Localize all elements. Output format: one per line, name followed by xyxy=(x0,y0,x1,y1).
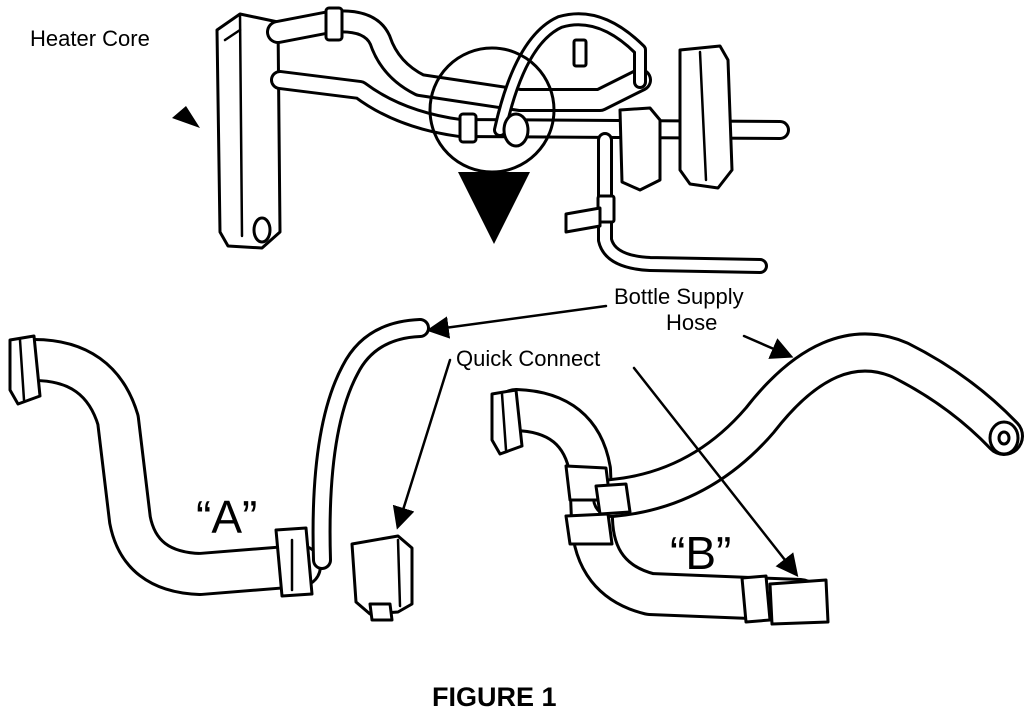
leader-quick-connect-a xyxy=(392,358,452,530)
label-quick-connect: Quick Connect xyxy=(456,346,601,371)
hose-clamp xyxy=(740,574,772,624)
hose-end-fitting xyxy=(490,388,524,456)
hose-clamp xyxy=(458,112,478,144)
hose-clamp xyxy=(594,482,632,516)
label-marker-a: “A” xyxy=(196,491,258,543)
hose-clamp xyxy=(564,512,614,546)
hose-clamp xyxy=(324,6,344,42)
leader-lines xyxy=(392,304,799,577)
overview-assembly xyxy=(172,6,790,274)
control-valve xyxy=(618,44,734,192)
hose-end-fitting xyxy=(8,334,42,406)
leader-quick-connect-b xyxy=(632,366,799,577)
label-heater-core: Heater Core xyxy=(30,26,150,51)
label-bottle-supply-line1: Bottle Supply xyxy=(614,284,744,309)
leader-bottle-supply-b xyxy=(742,334,794,359)
figure-caption: FIGURE 1 xyxy=(432,682,557,712)
tee-fitting xyxy=(564,206,602,234)
hose-clamp xyxy=(274,526,314,598)
heater-core xyxy=(215,12,282,250)
detail-a-assembly xyxy=(8,318,430,622)
label-marker-b: “B” xyxy=(670,527,732,579)
heater-core-pointer-arrow xyxy=(172,106,200,128)
quick-connect-fitting xyxy=(502,112,530,148)
label-bottle-supply-line2: Hose xyxy=(666,310,718,335)
quick-connect-b xyxy=(768,578,830,626)
quick-connect-a xyxy=(350,534,414,616)
detail-b-assembly xyxy=(490,332,1024,626)
leader-bottle-supply-a xyxy=(426,304,608,339)
hose-clamp xyxy=(572,38,588,68)
overview-hoses xyxy=(266,9,790,274)
detail-down-arrow xyxy=(458,172,530,244)
